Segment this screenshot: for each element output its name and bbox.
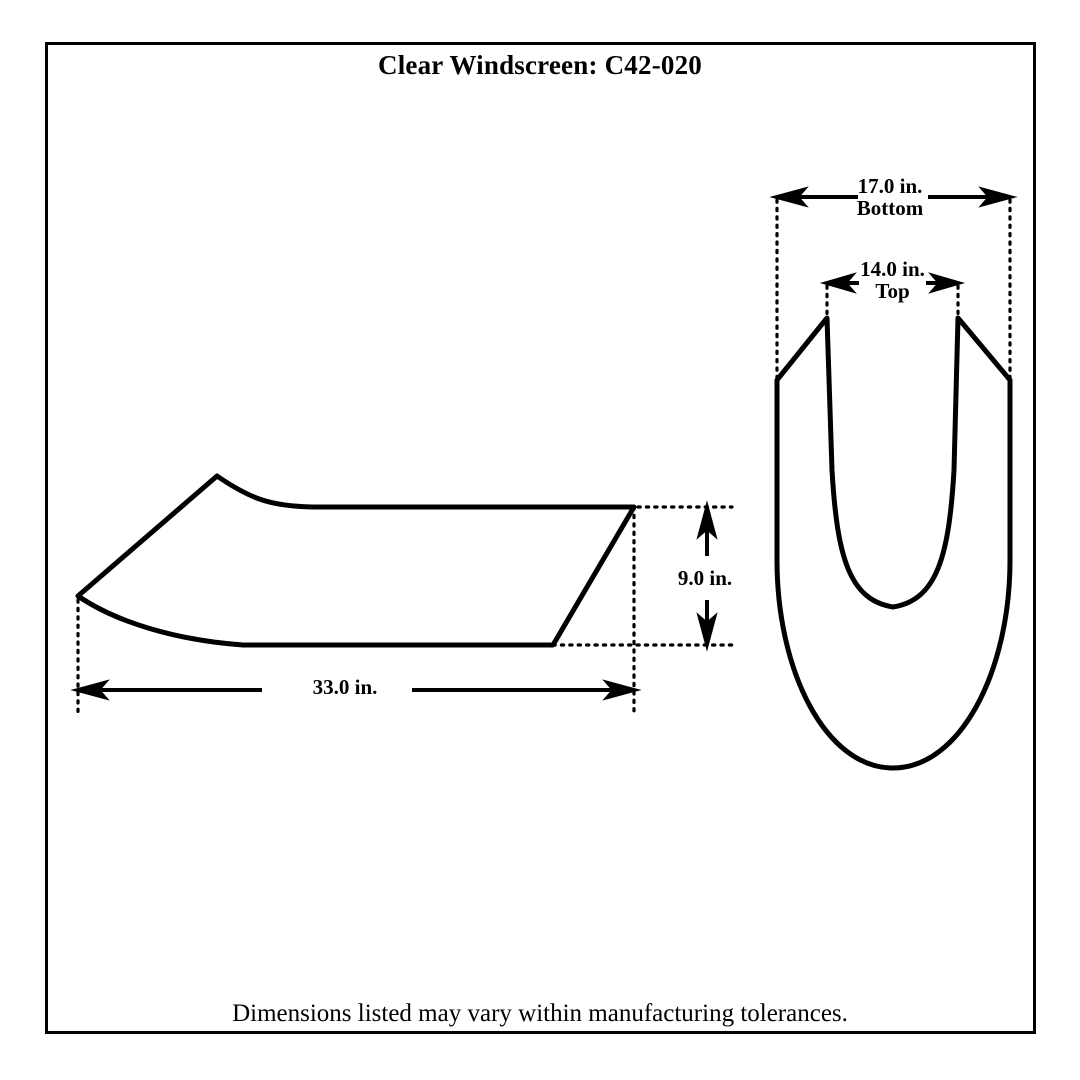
bottom-width-dimension-label: 17.0 in. Bottom [790, 175, 990, 219]
side-profile-extension-lines [76, 505, 734, 714]
side-profile-outline [75, 473, 637, 648]
side-profile-view [75, 473, 637, 648]
top-width-arrow-right [928, 272, 966, 294]
length-arrow-right [602, 679, 642, 701]
bottom-width-qualifier: Bottom [856, 196, 924, 221]
length-dimension-group [70, 679, 642, 701]
height-arrow-down [696, 612, 718, 652]
front-view-extension-lines [775, 198, 1012, 380]
height-value: 9.0 in. [677, 566, 733, 590]
top-width-qualifier: Top [875, 279, 910, 304]
bottom-width-arrow-right [978, 186, 1018, 208]
bottom-width-value: 17.0 in. [857, 174, 923, 198]
top-width-dimension-label: 14.0 in. Top [820, 258, 965, 302]
height-arrow-up [696, 500, 718, 540]
drawing-frame-border [45, 42, 1036, 1034]
page-title: Clear Windscreen: C42-020 [378, 50, 702, 80]
front-view [774, 315, 1013, 771]
front-view-outer-outline [774, 315, 1013, 771]
height-dimension-label: 9.0 in. [650, 567, 760, 589]
length-value: 33.0 in. [312, 675, 378, 699]
length-dimension-label: 33.0 in. [265, 676, 425, 698]
length-arrow-left [70, 679, 110, 701]
height-dimension-group [696, 500, 718, 652]
top-width-arrow-left [819, 272, 857, 294]
tolerance-note: Dimensions listed may vary within manufa… [232, 1000, 848, 1027]
top-width-dimension-group [819, 272, 966, 294]
bottom-width-dimension-group [769, 186, 1018, 208]
top-width-value: 14.0 in. [860, 257, 925, 281]
bottom-width-arrow-left [769, 186, 809, 208]
